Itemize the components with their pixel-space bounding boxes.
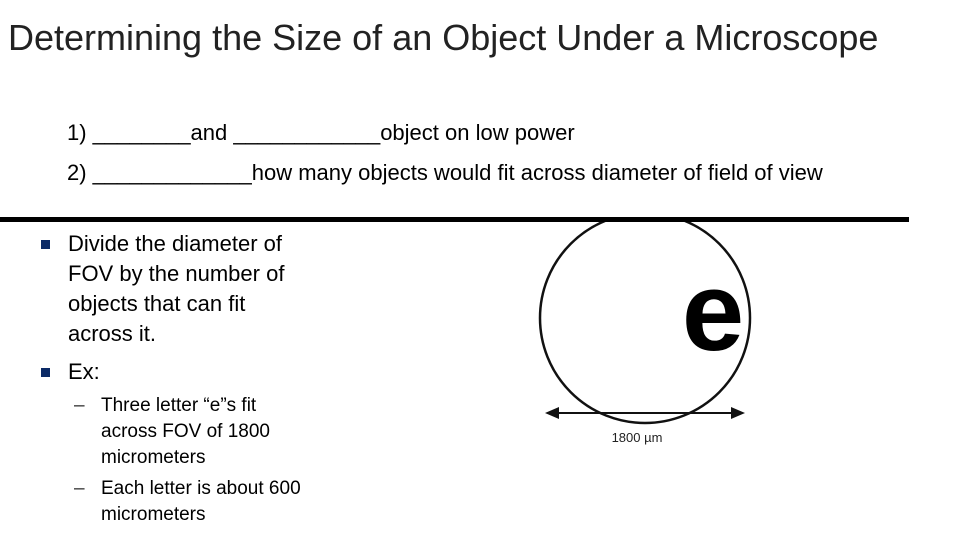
- field-of-view-circle: [538, 222, 752, 425]
- bullet-text: Divide the diameter of FOV by the number…: [68, 231, 285, 346]
- sub-bullet-item: – Each letter is about 600 micrometers: [74, 476, 304, 528]
- sub-bullet-text: Three letter “e”s fit across FOV of 1800…: [101, 395, 270, 468]
- square-bullet-icon: [41, 240, 50, 249]
- step-1: 1) ________and ____________object on low…: [67, 120, 575, 145]
- step-2: 2) _____________how many objects would f…: [67, 160, 823, 185]
- bullet-item: Divide the diameter of FOV by the number…: [41, 229, 301, 349]
- sub-bullet-text: Each letter is about 600 micrometers: [101, 478, 301, 525]
- field-of-view-figure: e 1800 µm: [538, 222, 752, 445]
- arrow-left-icon: [545, 407, 559, 419]
- letter-e: e: [682, 249, 744, 374]
- measure-label: 1800 µm: [612, 430, 663, 445]
- slide-title: Determining the Size of an Object Under …: [8, 17, 879, 58]
- sub-bullet-item: – Three letter “e”s fit across FOV of 18…: [74, 393, 304, 471]
- dash-bullet-icon: –: [74, 478, 85, 499]
- dash-bullet-icon: –: [74, 395, 85, 416]
- square-bullet-icon: [41, 368, 50, 377]
- bullet-item: Ex:: [41, 357, 301, 387]
- divider-rule: [0, 217, 909, 222]
- arrow-right-icon: [731, 407, 745, 419]
- bullet-text: Ex:: [68, 359, 100, 384]
